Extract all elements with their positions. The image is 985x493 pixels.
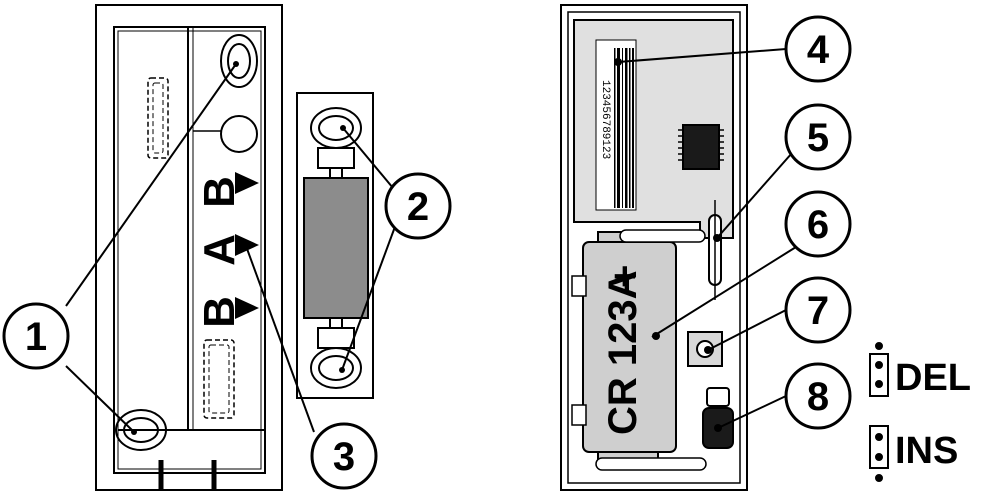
- alignment-marks: B A B: [195, 172, 259, 328]
- arrow-b-top-icon: [235, 172, 259, 194]
- callout-2-circle: [384, 172, 452, 240]
- board-jumper: [702, 387, 734, 449]
- callout-6: 6: [807, 203, 829, 247]
- screw-hole-top: [220, 34, 258, 88]
- base-inner-frame: [113, 26, 266, 474]
- leader-1b-dot: [131, 429, 137, 435]
- leader-8: [717, 395, 787, 429]
- leader-2b: [341, 223, 397, 371]
- magnet-housing: [296, 92, 374, 399]
- callout-5-circle: [784, 103, 852, 171]
- magnet-hole-bottom: [310, 347, 362, 389]
- battery-label: CR 123A: [601, 270, 645, 435]
- battery-clip-1: [571, 275, 587, 297]
- del-label: DEL: [895, 357, 971, 399]
- callout-3: 3: [333, 435, 355, 479]
- battery-spring-bottom: [595, 457, 707, 471]
- ins-pin-top: [875, 433, 883, 441]
- leader-7: [707, 309, 787, 351]
- leader-5-dot: [713, 234, 721, 242]
- magnet-hole-bottom-inner: [318, 355, 354, 381]
- jumper-pin-top: [706, 387, 730, 407]
- barcode-bars: [614, 48, 634, 208]
- ins-label: INS: [895, 430, 958, 472]
- ins-jumper-block: [869, 425, 889, 469]
- callout-1: 1: [25, 315, 47, 359]
- callout-7: 7: [807, 289, 829, 333]
- callout-7-circle: [784, 276, 852, 344]
- round-knockout: [220, 115, 258, 153]
- leader-2a: [342, 127, 394, 189]
- screw-hole-bottom: [115, 409, 167, 451]
- leader-6: [651, 246, 797, 338]
- callout-4-circle: [784, 15, 852, 83]
- callout-6-circle: [784, 190, 852, 258]
- magnet-body: [303, 177, 369, 319]
- leader-6-dot: [652, 332, 660, 340]
- del-pin-mid: [875, 361, 883, 369]
- bar: [632, 48, 634, 208]
- arrow-a-icon: [235, 234, 259, 256]
- base-inner-frame-2: [117, 30, 262, 470]
- callout-2: 2: [407, 185, 429, 229]
- leader-3: [245, 245, 315, 433]
- arrow-b-bottom-icon: [235, 297, 259, 319]
- jumper-legend: [869, 342, 889, 482]
- screw-hole-bottom-inner: [123, 417, 159, 443]
- leader-2b-dot: [339, 367, 345, 373]
- bar: [625, 48, 628, 208]
- leader-4-dot: [614, 58, 622, 66]
- base-slot-bottom-inner: [208, 344, 230, 414]
- callout-numbers: 1 2 3 4 5 6 7 8: [25, 28, 830, 479]
- callouts: [2, 15, 852, 490]
- leader-8-dot: [714, 424, 722, 432]
- screw-hole-top-inner: [227, 43, 251, 79]
- reed-switch: [708, 200, 722, 300]
- del-jumper-block: [869, 353, 889, 397]
- del-pin-top: [875, 342, 883, 350]
- leader-2a-dot: [340, 125, 346, 131]
- leader-1a-dot: [233, 61, 239, 67]
- base-slot-top: [147, 77, 169, 159]
- leader-lines: [65, 48, 797, 433]
- leader-4: [617, 48, 787, 63]
- leader-5: [716, 152, 793, 239]
- leader-7-dot: [704, 346, 712, 354]
- magnet-unit: [296, 92, 374, 399]
- magnet-neck-bottom: [317, 327, 355, 349]
- leader-1b: [65, 365, 135, 433]
- callout-8: 8: [807, 375, 829, 419]
- magnet-neck-top: [317, 147, 355, 169]
- callout-4: 4: [807, 28, 830, 72]
- callout-5: 5: [807, 116, 829, 160]
- magnet-hole-top-inner: [318, 115, 354, 141]
- leader-1a: [65, 63, 237, 307]
- chip-pins: [678, 129, 724, 161]
- battery-spring-top: [619, 229, 706, 243]
- ins-pin-bot: [875, 474, 883, 482]
- base-slot-bottom: [203, 339, 235, 419]
- callout-8-circle: [784, 362, 852, 430]
- callout-3-circle: [310, 422, 378, 490]
- ins-pin-mid: [875, 453, 883, 461]
- detector-base: [95, 4, 283, 491]
- bar: [629, 48, 631, 208]
- bar: [614, 48, 616, 208]
- del-pin-bot: [875, 380, 883, 388]
- base-outer-frame: [95, 4, 283, 491]
- chip: [682, 124, 720, 170]
- detector-inner-frame: [567, 11, 741, 484]
- battery-polarity: +: [603, 265, 647, 288]
- callout-1-circle: [2, 302, 70, 370]
- barcode-number: 123456789123: [599, 80, 611, 159]
- battery-clip-2: [571, 404, 587, 426]
- base-slot-top-inner: [152, 82, 164, 154]
- bar: [617, 48, 620, 208]
- battery: [571, 229, 707, 471]
- bar: [622, 48, 623, 208]
